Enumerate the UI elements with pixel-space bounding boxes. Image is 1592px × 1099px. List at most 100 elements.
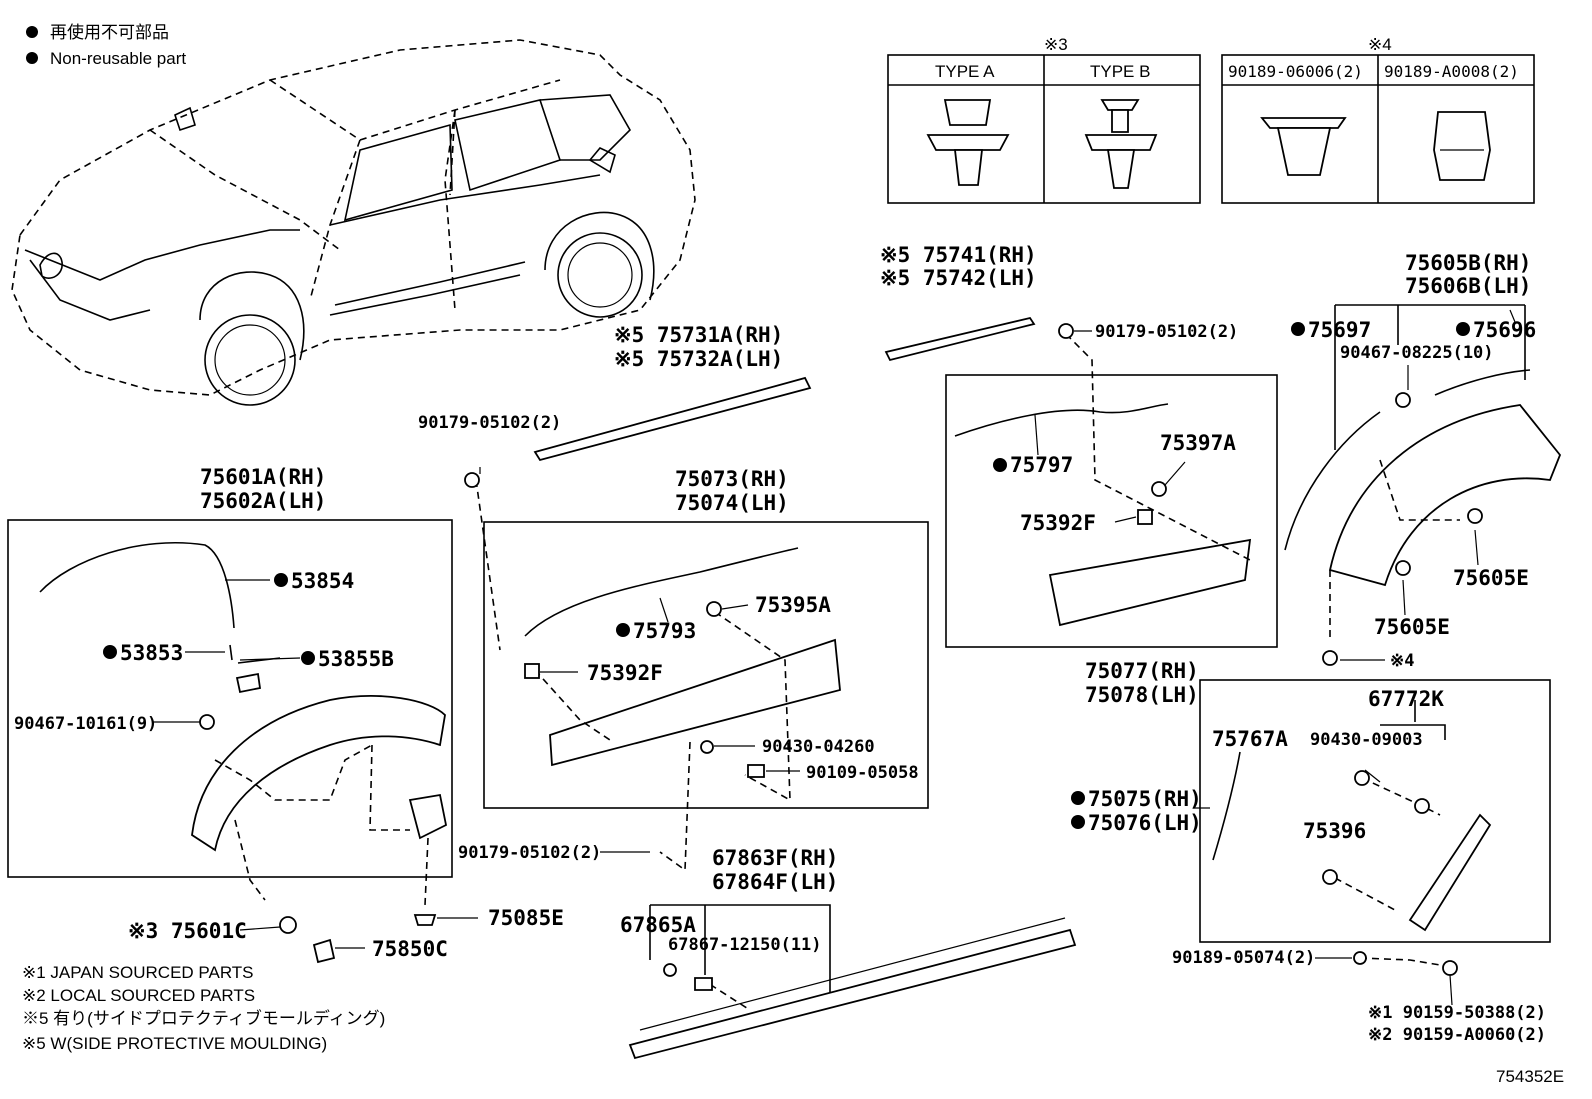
front-fender-box bbox=[7, 519, 453, 906]
label-75601A: 75601A(RH) bbox=[200, 465, 326, 489]
rocker-moulding bbox=[628, 904, 1077, 1060]
label-75075: 75075(RH) bbox=[1088, 787, 1202, 811]
label-90430-09003: 90430-09003 bbox=[1310, 730, 1423, 750]
clip-icon bbox=[199, 714, 215, 730]
clip-type-a-icon bbox=[926, 99, 1010, 186]
label-75793: 75793 bbox=[633, 619, 696, 643]
table-mark: ※4 bbox=[1368, 35, 1392, 54]
non-reusable-dot-icon bbox=[1071, 815, 1085, 829]
rear-door-moulding-box bbox=[945, 323, 1278, 648]
side-moulding-front bbox=[533, 376, 812, 462]
label-75850C: 75850C bbox=[372, 937, 448, 961]
label-75731A: ※5 75731A(RH) bbox=[614, 323, 783, 347]
label-90430-04260: 90430-04260 bbox=[762, 737, 875, 757]
non-reusable-dot-icon bbox=[1071, 791, 1085, 805]
label-67772K: 67772K bbox=[1368, 687, 1444, 711]
non-reusable-dot-icon bbox=[616, 623, 630, 637]
label-67867-12150: 67867-12150(11) bbox=[668, 935, 822, 955]
table-mark: ※3 bbox=[1044, 35, 1068, 54]
clip-icon bbox=[1322, 770, 1458, 976]
label-75073: 75073(RH) bbox=[675, 467, 789, 491]
non-reusable-dot-icon bbox=[301, 651, 315, 665]
footnote-3: ※5 有り(サイドプロテクティブモールディング) bbox=[22, 1008, 385, 1028]
label-75601C: ※3 75601C bbox=[128, 919, 247, 943]
non-reusable-dot-icon bbox=[26, 26, 38, 38]
col-type-a: TYPE A bbox=[935, 62, 995, 81]
bolt-icon bbox=[413, 914, 437, 926]
side-moulding-rear bbox=[884, 316, 1036, 362]
label-90179-mid: 90179-05102(2) bbox=[418, 413, 561, 433]
label-75396: 75396 bbox=[1303, 819, 1366, 843]
part-labels: ※5 75741(RH) ※5 75742(LH) ※5 75731A(RH) … bbox=[14, 243, 1546, 1045]
footnotes: ※1 JAPAN SOURCED PARTS ※2 LOCAL SOURCED … bbox=[22, 963, 385, 1053]
label-53853: 53853 bbox=[120, 641, 183, 665]
clip-06006-icon bbox=[1260, 117, 1347, 176]
non-reusable-dot-icon bbox=[1456, 322, 1470, 336]
clip-icon bbox=[464, 472, 480, 488]
non-reusable-dot-icon bbox=[1291, 322, 1305, 336]
clip-icon bbox=[524, 601, 765, 778]
label-75076: 75076(LH) bbox=[1088, 811, 1202, 835]
label-90179-low: 90179-05102(2) bbox=[458, 843, 601, 863]
clip-A0008-icon bbox=[1433, 111, 1491, 181]
label-75697: 75697 bbox=[1308, 318, 1371, 342]
col-part-06006: 90189-06006(2) bbox=[1228, 62, 1363, 81]
footnote-2: ※2 LOCAL SOURCED PARTS bbox=[22, 986, 255, 1005]
label-75742: ※5 75742(LH) bbox=[880, 266, 1037, 290]
vehicle-illustration bbox=[11, 39, 696, 406]
label-53855B: 53855B bbox=[318, 647, 394, 671]
label-75602A: 75602A(LH) bbox=[200, 489, 326, 513]
label-67864F: 67864F(LH) bbox=[712, 870, 838, 894]
label-75605E-right: 75605E bbox=[1453, 566, 1529, 590]
label-75397A: 75397A bbox=[1160, 431, 1236, 455]
legend-line-en: Non-reusable part bbox=[50, 49, 186, 68]
label-75732A: ※5 75732A(LH) bbox=[614, 347, 783, 371]
rear-fender-arch bbox=[1284, 304, 1562, 666]
col-part-A0008: 90189-A0008(2) bbox=[1384, 62, 1519, 81]
door-moulding-box bbox=[464, 472, 929, 872]
label-90467-10161: 90467-10161(9) bbox=[14, 714, 157, 734]
col-type-b: TYPE B bbox=[1090, 62, 1150, 81]
label-53854: 53854 bbox=[291, 569, 354, 593]
leader-lines bbox=[153, 309, 1516, 1006]
label-90467-08225: 90467-08225(10) bbox=[1340, 343, 1494, 363]
label-75392F-mid: 75392F bbox=[587, 661, 663, 685]
label-90179-top: 90179-05102(2) bbox=[1095, 322, 1238, 342]
label-75605E-left: 75605E bbox=[1374, 615, 1450, 639]
label-67865A: 67865A bbox=[620, 913, 696, 937]
label-75741: ※5 75741(RH) bbox=[880, 243, 1037, 267]
footnote-1: ※1 JAPAN SOURCED PARTS bbox=[22, 963, 254, 982]
legend: 再使用不可部品 Non-reusable part bbox=[26, 22, 186, 68]
clip-icon bbox=[312, 938, 336, 964]
clip-type-b-icon bbox=[1084, 99, 1158, 189]
clip-table-3: ※3 TYPE A TYPE B bbox=[887, 35, 1201, 204]
label-75605B: 75605B(RH) bbox=[1405, 251, 1531, 275]
legend-line-jp: 再使用不可部品 bbox=[50, 22, 169, 42]
clip-table-4: ※4 90189-06006(2) 90189-A0008(2) bbox=[1221, 35, 1535, 204]
label-75395A: 75395A bbox=[755, 593, 831, 617]
non-reusable-dot-icon bbox=[103, 645, 117, 659]
fender-hardware bbox=[279, 914, 437, 964]
label-67863F: 67863F(RH) bbox=[712, 846, 838, 870]
label-mark-4: ※4 bbox=[1390, 651, 1414, 671]
label-90159-50388: ※1 90159-50388(2) bbox=[1368, 1003, 1546, 1023]
clip-icon bbox=[1058, 323, 1167, 525]
clip-icon bbox=[694, 977, 713, 991]
label-75078: 75078(LH) bbox=[1085, 683, 1199, 707]
label-90159-A0060: ※2 90159-A0060(2) bbox=[1368, 1025, 1546, 1045]
footnote-4: ※5 W(SIDE PROTECTIVE MOULDING) bbox=[22, 1034, 327, 1053]
clip-icon bbox=[1322, 392, 1483, 666]
label-75085E: 75085E bbox=[488, 906, 564, 930]
label-75797: 75797 bbox=[1010, 453, 1073, 477]
non-reusable-dot-icon bbox=[26, 52, 38, 64]
label-75606B: 75606B(LH) bbox=[1405, 274, 1531, 298]
label-75077: 75077(RH) bbox=[1085, 659, 1199, 683]
clip-icon bbox=[279, 916, 297, 934]
figure-id: 754352E bbox=[1496, 1067, 1564, 1086]
label-75392F-right: 75392F bbox=[1020, 511, 1096, 535]
non-reusable-dot-icon bbox=[993, 458, 1007, 472]
rocker-extension-box bbox=[1199, 679, 1551, 976]
label-90189-05074: 90189-05074(2) bbox=[1172, 948, 1315, 968]
label-90109-05058: 90109-05058 bbox=[806, 763, 919, 783]
